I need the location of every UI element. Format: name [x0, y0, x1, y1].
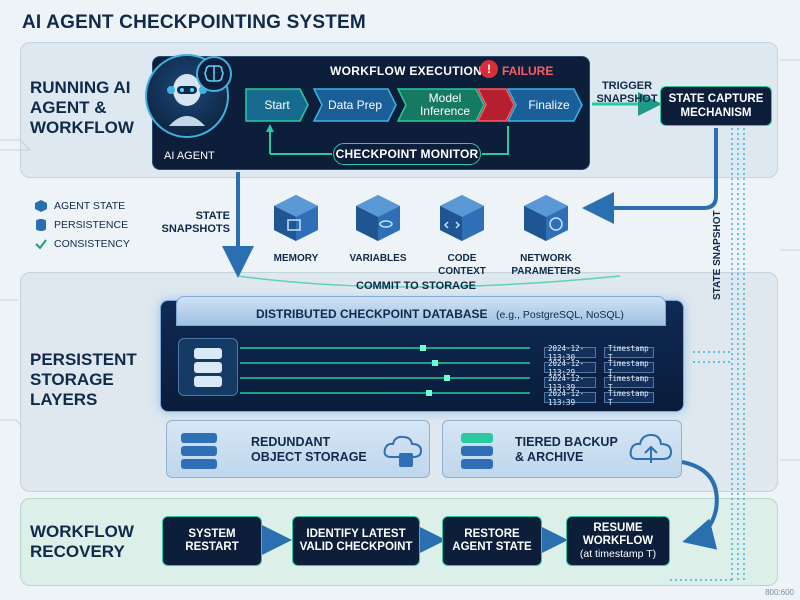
state-item-network-parameters: NETWORK PARAMETERS [511, 253, 581, 277]
legend-agent-state: AGENT STATE [34, 196, 130, 215]
dimension-label: 800:600 [765, 588, 794, 597]
recovery-step-resume-workflow: RESUME WORKFLOW (at timestamp T) [566, 516, 670, 566]
step-model-inference: Model Inference [396, 87, 486, 123]
state-snapshots-label: STATE SNAPSHOTS [161, 210, 230, 235]
db-row-time: 2024-12-113:29 [544, 359, 596, 377]
data-stream-lines [240, 345, 530, 396]
memory-cube-icon [270, 192, 322, 244]
recovery-step-system-restart: SYSTEM RESTART [162, 516, 262, 566]
tiered-backup-box: TIERED BACKUP & ARCHIVE [442, 420, 682, 478]
database-title: DISTRIBUTED CHECKPOINT DATABASE [256, 307, 488, 321]
tiered-backup-label: TIERED BACKUP & ARCHIVE [515, 435, 618, 464]
db-row-stamp: Timestamp T [604, 359, 654, 377]
brain-icon [196, 56, 232, 92]
trigger-snapshot-label: TRIGGER SNAPSHOT [596, 80, 658, 105]
server-stack-icon [457, 431, 497, 476]
database-subtitle: (e.g., PostgreSQL, NoSQL) [496, 309, 624, 321]
step-data-prep: Data Prep [312, 87, 398, 123]
db-row-time: 2024-12-113:39 [544, 389, 596, 407]
checkmark-icon [34, 237, 48, 251]
step-start: Start [244, 87, 310, 123]
state-capture-mechanism: STATE CAPTURE MECHANISM [660, 86, 772, 126]
cloud-storage-icon [381, 431, 425, 476]
code-context-cube-icon [436, 192, 488, 244]
database-icon [34, 218, 48, 232]
legend-persistence: PERSISTENCE [34, 215, 130, 234]
legend-consistency: CONSISTENCY [34, 234, 130, 253]
cube-icon [34, 199, 48, 213]
section-running-title: RUNNING AI AGENT & WORKFLOW [30, 78, 134, 137]
section-storage-title: PERSISTENT STORAGE LAYERS [30, 350, 137, 409]
section-recovery-title: WORKFLOW RECOVERY [30, 522, 134, 561]
step-failure [476, 87, 516, 123]
step-finalize: Finalize [506, 87, 584, 123]
vertical-snapshot-label: STATE SNAPSHOT [712, 210, 723, 300]
ai-agent-label: AI AGENT [164, 150, 215, 162]
database-server-icon [178, 338, 238, 396]
commit-label: COMMIT TO STORAGE [356, 280, 476, 292]
network-cube-icon [520, 192, 572, 244]
redundant-storage-box: REDUNDANT OBJECT STORAGE [166, 420, 430, 478]
database-header [176, 296, 666, 326]
state-item-code-context: CODE CONTEXT [438, 253, 486, 277]
recovery-step-restore-state: RESTORE AGENT STATE [442, 516, 542, 566]
workflow-execution-label: WORKFLOW EXECUTION [330, 64, 483, 78]
monitor-loop [266, 124, 509, 155]
redundant-storage-label: REDUNDANT OBJECT STORAGE [251, 435, 367, 464]
legend: AGENT STATE PERSISTENCE CONSISTENCY [34, 196, 130, 256]
db-row-stamp: Timestamp T [604, 389, 654, 407]
variables-cube-icon [352, 192, 404, 244]
db-row-time: 2024-12-113:39 [544, 374, 596, 392]
robot-head-icon [167, 74, 207, 126]
page-title: AI AGENT CHECKPOINTING SYSTEM [22, 12, 366, 33]
db-row-stamp: Timestamp T [604, 374, 654, 392]
server-stack-icon [177, 431, 221, 476]
cloud-upload-icon [627, 429, 675, 474]
checkpoint-monitor: CHECKPOINT MONITOR [333, 143, 481, 165]
failure-alert-icon: ! [480, 60, 498, 78]
database-title-wrap: DISTRIBUTED CHECKPOINT DATABASE (e.g., P… [256, 305, 624, 323]
state-item-memory: MEMORY [273, 253, 319, 264]
state-item-variables: VARIABLES [349, 253, 407, 264]
recovery-step-identify-checkpoint: IDENTIFY LATEST VALID CHECKPOINT [292, 516, 420, 566]
failure-label: FAILURE [502, 64, 554, 78]
db-row-stamp: Timestamp T [604, 344, 654, 362]
db-row-time: 2024-12-113:30 [544, 344, 596, 362]
